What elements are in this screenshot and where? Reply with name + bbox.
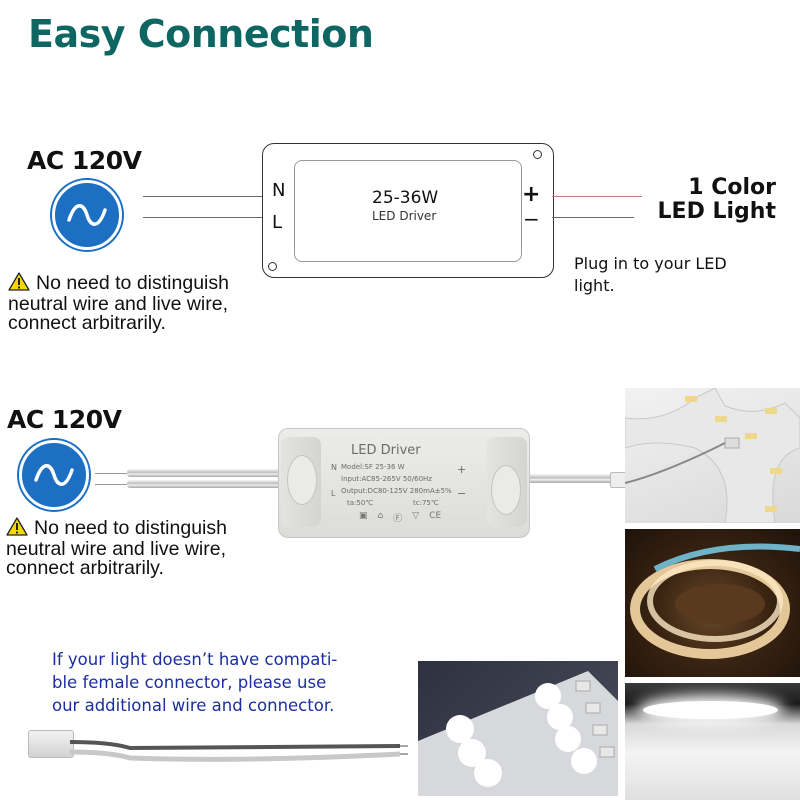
warning-triangle-icon [6,517,28,540]
ac-sine-wave-icon [52,180,122,250]
warning-line-1: No need to distinguish [36,272,229,294]
terminal-plus: + [522,182,541,207]
warning-triangle-icon [8,272,30,295]
led-bar-module-photo [418,661,618,796]
input-cable [127,469,287,477]
input-cable [127,480,287,488]
certification-marks: ▣ ⌂ Ⓕ ▽ CE [359,511,441,524]
mount-hole-icon [533,150,542,159]
f-mark-icon: Ⓕ [393,514,403,524]
connector-note: If your light doesn’t have compati- ble … [52,648,337,717]
panel-downlight-photo [625,683,800,800]
driver-minus: − [457,487,467,500]
positive-output-wire [552,196,642,197]
driver-output-spec: Output:DC80-125V 280mA±5% [341,487,452,495]
warning-line-2: neutral wire and live wire, [8,293,229,315]
mount-hole-icon [268,262,277,271]
driver-model: Model:SF 25-36 W [341,463,405,471]
ac-sine-wave-icon [19,440,89,510]
indoor-use-icon: ⌂ [377,511,384,521]
terminal-n: N [272,180,286,201]
driver-input-spec: Input:AC85-265V 50/60Hz [341,475,432,483]
output-cable [520,474,615,483]
terminal-minus: − [523,207,540,231]
connector-note-line-3: our additional wire and connector. [52,696,335,715]
neutral-wire [143,196,263,197]
ac-voltage-label-2: AC 120V [7,405,122,434]
bare-wire-end [95,473,127,474]
fv-mark-icon: ▽ [412,511,420,521]
led-ring-module-photo [625,388,800,523]
double-insulation-icon: ▣ [359,511,368,521]
ce-mark-icon: CE [429,511,442,521]
warning-note: No need to distinguish neutral wire and … [8,272,229,333]
driver-tc: tc:75℃ [413,499,439,507]
connector-note-line-2: ble female connector, please use [52,673,327,692]
driver-label: LED Driver [372,209,437,223]
warning-line-2: neutral wire and live wire, [6,538,227,560]
plug-in-note: Plug in to your LED light. [574,253,727,297]
connector-note-line-1: If your light doesn’t have compati- [52,650,338,669]
output-title: 1 Color LED Light [634,176,776,224]
terminal-l: L [272,212,283,233]
warning-line-3: connect arbitrarily. [8,312,166,334]
led-driver-schematic-panel [294,160,522,262]
driver-l: L [331,489,336,498]
page-title: Easy Connection [28,12,374,56]
driver-photo-title: LED Driver [351,443,421,458]
driver-ta: ta:50℃ [347,499,374,507]
output-title-line-2: LED Light [657,199,776,224]
output-title-line-1: 1 Color [688,175,776,200]
warning-note-2: No need to distinguish neutral wire and … [6,517,227,578]
plug-note-line-2: light. [574,276,615,295]
bare-wire-end [95,484,127,485]
ac-voltage-label: AC 120V [27,146,142,175]
driver-n: N [331,463,337,472]
live-wire [143,217,263,218]
female-connector [28,730,74,758]
negative-output-wire [552,217,634,218]
warning-line-1: No need to distinguish [34,517,227,539]
led-strip-photo [625,529,800,677]
driver-wattage: 25-36W [372,188,439,208]
led-driver-schematic [262,143,554,278]
driver-plus: + [457,463,467,476]
warning-line-3: connect arbitrarily. [6,557,164,579]
extension-wire [70,740,408,762]
plug-note-line-1: Plug in to your LED [574,254,727,273]
led-driver-photo: LED Driver Model:SF 25-36 W Input:AC85-2… [278,428,530,538]
